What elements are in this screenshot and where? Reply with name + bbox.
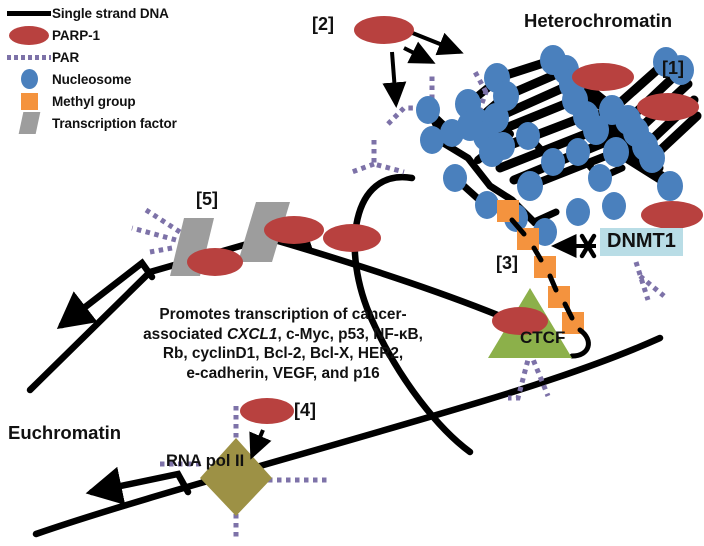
rna-pol-ii-label: RNA pol II — [166, 452, 245, 470]
parp1-group — [187, 16, 703, 424]
nucleosome — [516, 122, 540, 150]
legend-item-methyl-group: Methyl group — [6, 90, 236, 112]
legend-label: PAR — [52, 49, 80, 65]
nucleosome — [443, 164, 467, 192]
nucleosome — [416, 96, 440, 124]
legend-label: Methyl group — [52, 93, 136, 109]
nucleosome — [566, 138, 590, 166]
promo-line-4: e-cadherin, VEGF, and p16 — [186, 364, 380, 382]
legend-item-transcription-factor: Transcription factor — [6, 112, 236, 134]
promo-line-2-prefix: associated — [143, 325, 227, 343]
transcription-factor-icon — [6, 112, 52, 134]
par-dotted-icon — [6, 54, 52, 60]
nucleosome — [420, 126, 444, 154]
transcription-start-arrow-upper — [56, 258, 156, 329]
promo-gene-cxcl1: CXCL1 — [226, 325, 278, 343]
heterochromatin-label: Heterochromatin — [524, 10, 673, 31]
parp1 — [187, 248, 243, 276]
step-tag-2: [2] — [312, 14, 334, 34]
dna-strand-icon — [6, 10, 52, 16]
legend-label: Transcription factor — [52, 115, 177, 131]
nucleosome — [517, 171, 543, 201]
parp1 — [323, 224, 381, 252]
legend-label: PARP-1 — [52, 27, 100, 43]
nucleosome — [479, 137, 505, 167]
rna-pol-ii-diamond — [200, 438, 272, 516]
transcription-start-arrow-lower — [85, 466, 192, 505]
step-tag-5: [5] — [196, 189, 218, 209]
legend: Single strand DNA PARP-1 PAR Nucleosome … — [6, 2, 236, 134]
parp1 — [492, 307, 548, 335]
parp1 — [240, 398, 294, 424]
methyl-dna-link — [509, 217, 591, 359]
promotes-transcription-text: Promotes transcription of cancer- associ… — [133, 305, 433, 383]
parp1 — [354, 16, 414, 44]
nucleosome — [457, 111, 483, 141]
legend-item-par: PAR — [6, 46, 236, 68]
methyl-group — [534, 256, 556, 278]
transcription-factor — [238, 202, 290, 262]
parp1 — [637, 93, 699, 121]
nucleosome — [668, 55, 694, 85]
nucleosome — [493, 81, 519, 111]
nucleosome — [588, 164, 612, 192]
legend-item-nucleosome: Nucleosome — [6, 68, 236, 90]
step-tag-1: [1] — [662, 58, 684, 78]
dnmt1-label: DNMT1 — [607, 230, 676, 252]
nucleosome — [657, 171, 683, 201]
euchromatin-label: Euchromatin — [8, 422, 122, 443]
nucleosome — [603, 137, 629, 167]
nucleosome — [639, 143, 665, 173]
nucleosome — [455, 89, 481, 119]
promo-line-2-suffix: , c-Myc, p53, NF-κB, — [277, 325, 423, 343]
ctcf-label: CTCF — [520, 328, 566, 347]
nucleosome — [541, 148, 565, 176]
parp1-recruitment-arrows — [382, 30, 464, 108]
inhibition-x-icon — [579, 233, 597, 259]
dnmt1-box: DNMT1 — [600, 228, 683, 256]
parp1 — [572, 63, 634, 91]
legend-label: Single strand DNA — [52, 5, 169, 21]
parp1-ellipse-icon — [6, 25, 52, 45]
step-tag-4: [4] — [294, 400, 316, 420]
parp1 — [264, 216, 324, 244]
nucleosome — [566, 198, 590, 226]
promo-line-3: Rb, cyclinD1, Bcl-2, Bcl-X, HER2, — [162, 345, 404, 362]
nucleosome — [583, 115, 609, 145]
legend-item-parp1: PARP-1 — [6, 24, 236, 46]
methyl-group — [497, 200, 519, 222]
legend-item-single-strand-dna: Single strand DNA — [6, 2, 236, 24]
promo-line-1: Promotes transcription of cancer- — [159, 306, 407, 323]
step-tag-3: [3] — [496, 253, 518, 273]
parp1-to-rnapol-arrow — [249, 429, 272, 460]
methyl-square-icon — [6, 92, 52, 110]
nucleosome-group — [416, 45, 694, 246]
parp1 — [641, 201, 703, 229]
legend-label: Nucleosome — [52, 71, 132, 87]
nucleosome — [475, 191, 499, 219]
nucleosome — [602, 192, 626, 220]
nucleosome-circle-icon — [6, 69, 52, 89]
